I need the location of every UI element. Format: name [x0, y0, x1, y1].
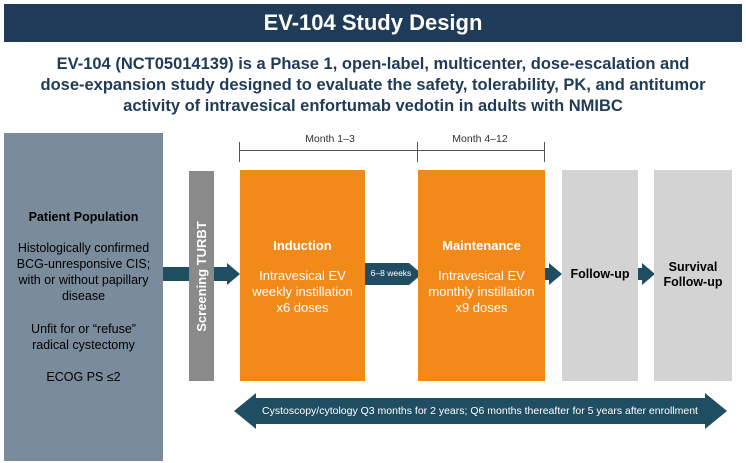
maintenance-line-3: x9 doses — [455, 300, 508, 315]
survival-label-line-1: Survival — [668, 260, 718, 274]
survival-label-line-2: Follow-up — [663, 275, 723, 289]
bracket-tick-end — [544, 142, 545, 162]
criteria-line-3: with or without papillary — [18, 273, 149, 287]
description-line-1: EV-104 (NCT05014139) is a Phase 1, open-… — [56, 55, 690, 73]
arrow-to-follow-up — [545, 268, 550, 280]
diagram-title: EV-104 Study Design — [263, 10, 483, 35]
induction-title: Induction — [273, 238, 332, 253]
criteria-line-4: disease — [61, 289, 106, 303]
cystoscopy-arrow-left-head — [234, 393, 256, 429]
follow-up-box: Follow-up — [562, 170, 638, 381]
maintenance-line-1: Intravesical EV — [438, 268, 525, 283]
survival-follow-up-box: Survival Follow-up — [654, 170, 732, 381]
bracket-tick-middle — [417, 142, 418, 162]
arrowhead-to-induction — [227, 263, 240, 285]
induction-line-1: Intravesical EV — [259, 268, 346, 283]
arrowhead-to-follow-up — [549, 263, 562, 285]
screening-turbt-bar: Screening TURBT — [189, 171, 214, 381]
arrowhead-to-survival — [642, 263, 655, 285]
induction-line-2: weekly instillation — [252, 284, 353, 299]
gap-duration-label: 6–8 weeks — [370, 268, 412, 278]
screening-turbt-label: Screening TURBT — [194, 220, 210, 332]
maintenance-box: Maintenance Intravesical EV monthly inst… — [418, 170, 545, 381]
description-line-2: dose-expansion study designed to evaluat… — [40, 76, 706, 94]
cystoscopy-arrow — [256, 398, 705, 424]
cystoscopy-arrow-right-head — [705, 393, 727, 429]
cystoscopy-schedule-text: Cystoscopy/cytology Q3 months for 2 year… — [262, 405, 698, 417]
patient-population-title: Patient Population — [28, 210, 139, 224]
maintenance-line-2: monthly instillation — [428, 284, 535, 299]
induction-box: Induction Intravesical EV weekly instill… — [240, 170, 365, 381]
criteria-line-2: BCG-unresponsive CIS; — [16, 257, 151, 271]
title-banner: EV-104 Study Design — [4, 4, 742, 42]
description-line-3: activity of intravesical enfortumab vedo… — [123, 97, 623, 115]
criteria-line-7: ECOG PS ≤2 — [46, 370, 121, 384]
study-description: EV-104 (NCT05014139) is a Phase 1, open-… — [10, 54, 736, 117]
follow-up-label: Follow-up — [570, 267, 630, 281]
induction-line-3: x6 doses — [276, 300, 329, 315]
month-1-3-label: Month 1–3 — [305, 133, 355, 145]
criteria-line-6: radical cystectomy — [32, 338, 135, 352]
gap-arrow — [365, 263, 409, 285]
criteria-line-1: Histologically confirmed — [17, 241, 150, 255]
month-4-12-label: Month 4–12 — [452, 133, 508, 145]
arrow-to-survival — [638, 268, 643, 280]
timeline-bracket — [239, 150, 545, 151]
patient-population-panel: Patient Population Histologically confir… — [4, 133, 163, 461]
bracket-tick-start — [239, 142, 240, 162]
maintenance-title: Maintenance — [442, 238, 521, 253]
criteria-line-5: Unfit for or “refuse” — [31, 322, 136, 336]
